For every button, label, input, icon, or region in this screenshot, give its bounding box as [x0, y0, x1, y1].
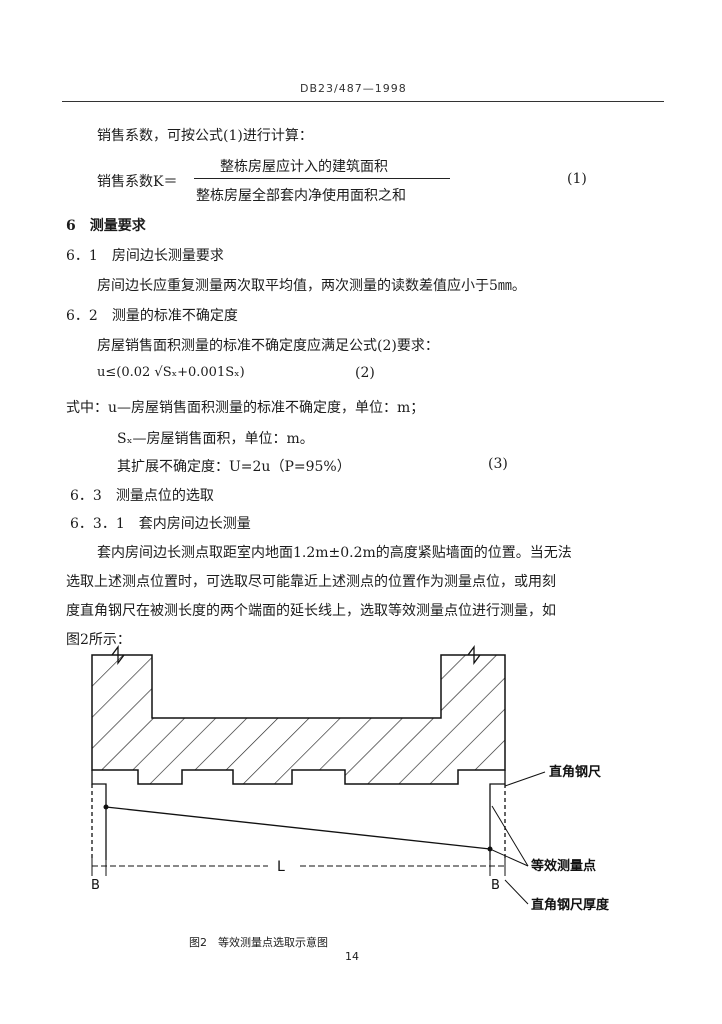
section-6-title: 6 测量要求	[66, 218, 146, 234]
break-mark-left	[111, 645, 125, 665]
label-length-L: L	[277, 859, 285, 875]
section-6-1-title: 6．1 房间边长测量要求	[66, 248, 224, 264]
section-6-3-title: 6．3 测量点位的选取	[70, 488, 214, 504]
formula-label: 销售系数K＝	[97, 174, 178, 190]
page-number: 14	[345, 950, 359, 963]
paragraph-line-1: 套内房间边长测点取距室内地面1.2m±0.2m的高度紧贴墙面的位置。当无法	[97, 545, 572, 561]
equation-number-3: (3)	[488, 456, 508, 472]
label-ruler-thickness: 直角钢尺厚度	[531, 897, 610, 913]
intro-line: 销售系数，可按公式(1)进行计算：	[97, 128, 313, 144]
equation-number-2: (2)	[355, 365, 375, 381]
section-6-1-body: 房间边长应重复测量两次取平均值，两次测量的读数差值应小于5㎜。	[97, 278, 526, 294]
section-6-2-title: 6．2 测量的标准不确定度	[66, 308, 238, 324]
label-B-left: B	[91, 878, 100, 893]
ruler-profile	[91, 770, 107, 860]
leader-thickness	[504, 879, 529, 905]
break-mark-right	[467, 645, 481, 665]
leader-square	[504, 771, 546, 787]
paragraph-line-4: 图2所示：	[66, 632, 131, 648]
expanded-uncertainty: 其扩展不确定度：U=2u（P=95%）	[117, 459, 351, 475]
document-code: DB23/487—1998	[300, 82, 407, 95]
paragraph-line-2: 选取上述测点位置时，可选取尽可能靠近上述测点的位置作为测量点位，或用刻	[66, 574, 556, 590]
ruler-profile-right	[489, 770, 506, 860]
label-square-ruler: 直角钢尺	[549, 764, 601, 780]
equation-number-1: (1)	[567, 171, 587, 187]
leader-points-1	[491, 805, 529, 867]
measurement-line	[105, 806, 491, 850]
where-line-2: Sₓ—房屋销售面积，单位：m。	[117, 431, 314, 447]
leader-points-2	[489, 848, 529, 867]
header-rule	[62, 101, 664, 102]
where-line-1: 式中：u—房屋销售面积测量的标准不确定度，单位：m；	[66, 400, 425, 416]
formula-numerator: 整栋房屋应计入的建筑面积	[220, 159, 388, 175]
label-equivalent-points: 等效测量点	[530, 858, 596, 874]
label-B-right: B	[491, 878, 500, 893]
formula-2: u≤(0.02 √Sₓ+0.001Sₓ)	[97, 365, 245, 380]
formula-denominator: 整栋房屋全部套内净使用面积之和	[196, 188, 406, 204]
wall-section	[91, 654, 506, 785]
paragraph-line-3: 度直角钢尺在被测长度的两个端面的延长线上，选取等效测量点位进行测量，如	[66, 603, 556, 619]
figure-caption: 图2 等效测量点选取示意图	[189, 936, 328, 949]
fraction-bar	[194, 178, 450, 179]
section-6-3-1-title: 6．3．1 套内房间边长测量	[70, 516, 251, 532]
section-6-2-body: 房屋销售面积测量的标准不确定度应满足公式(2)要求：	[97, 338, 439, 354]
